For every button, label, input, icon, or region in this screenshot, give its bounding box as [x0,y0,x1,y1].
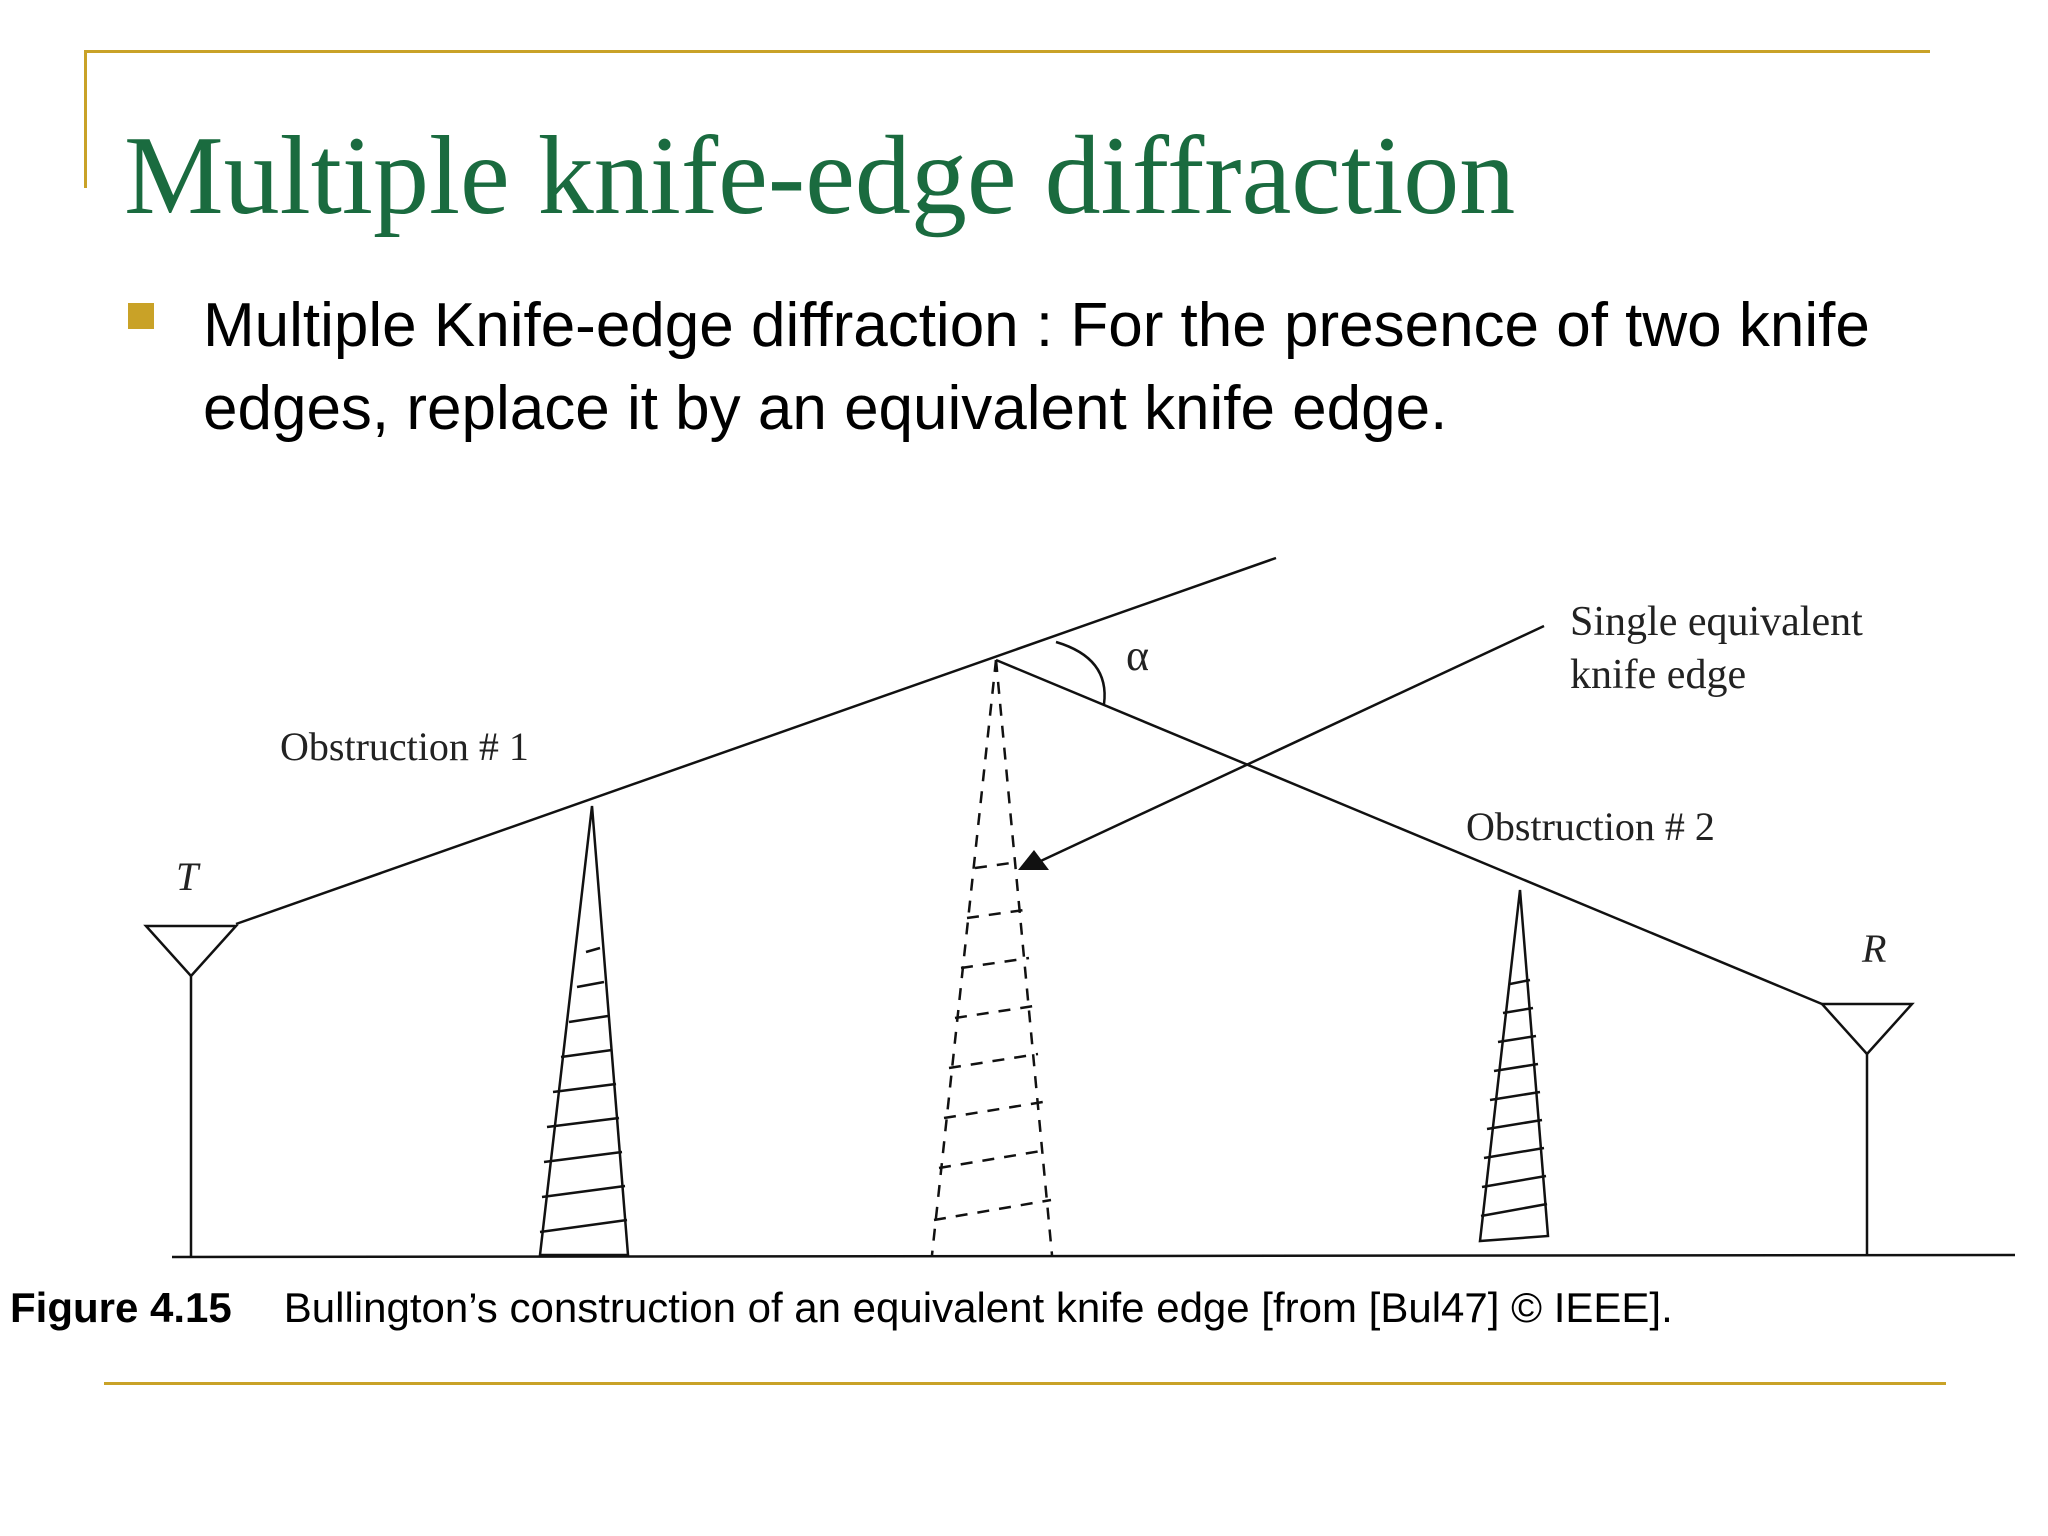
obstruction-1-label: Obstruction # 1 [280,724,529,769]
ray-to-receiver [995,658,1823,1006]
bullet-marker [128,303,154,329]
obstruction-2-label: Obstruction # 2 [1466,804,1715,849]
figure-caption: Figure 4.15 Bullington’s construction of … [10,1284,1673,1332]
obstruction-1 [538,805,630,1257]
equivalent-knife-edge [930,659,1054,1256]
slide-title: Multiple knife-edge diffraction [124,114,1516,238]
ray-from-transmitter [235,556,1277,926]
receiver-antenna [1819,1002,1915,1256]
alpha-label: α [1126,631,1149,680]
bullet-text: Multiple Knife-edge diffraction : For th… [203,291,1870,443]
caption-text: Bullington’s construction of an equivale… [283,1284,1673,1331]
receiver-label: R [1861,926,1886,971]
figure-number: Figure 4.15 [10,1284,232,1331]
bottom-rule [104,1382,1946,1385]
pointer-arrowhead [1018,850,1049,870]
ground-line [171,1253,2016,1259]
left-rule [84,50,87,188]
top-rule [84,50,1930,53]
alpha-angle-arc [1055,640,1106,705]
transmitter-label: T [176,854,201,899]
transmitter-antenna [143,924,239,1257]
equivalent-edge-pointer [1029,624,1545,868]
single-equivalent-label-line2: knife edge [1570,652,1746,698]
obstruction-2 [1478,889,1550,1243]
single-equivalent-label-line1: Single equivalent [1570,599,1863,645]
